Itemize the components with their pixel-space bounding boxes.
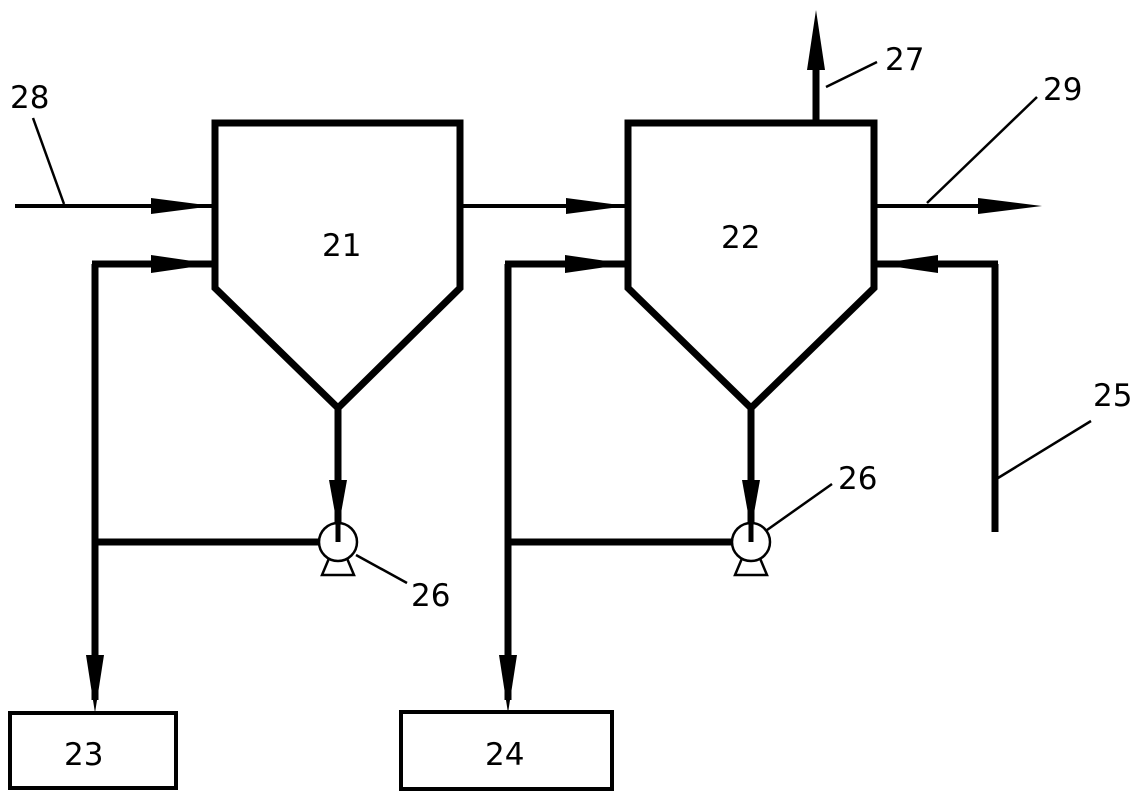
drain-arrow-21 bbox=[329, 480, 347, 530]
tank-21 bbox=[211, 119, 464, 413]
top-outlet-leader-27 bbox=[825, 60, 878, 89]
pump-a-label: 26 bbox=[411, 578, 450, 614]
discharge-arrow-24 bbox=[499, 655, 517, 713]
box-24-label: 24 bbox=[485, 737, 524, 773]
feed-leader-25 bbox=[997, 419, 1092, 480]
pump-a-leader bbox=[355, 553, 408, 585]
tank-21-label: 21 bbox=[322, 228, 361, 264]
right-outlet-label-29: 29 bbox=[1043, 72, 1082, 108]
box-23 bbox=[8, 711, 178, 790]
box-24 bbox=[399, 710, 614, 791]
recycle-arrow-b bbox=[565, 255, 627, 273]
pump-b bbox=[730, 521, 772, 577]
inlet-label-28: 28 bbox=[10, 80, 49, 116]
feed-label-25: 25 bbox=[1093, 378, 1132, 414]
right-outlet-arrow-29 bbox=[978, 198, 1042, 214]
feed-arrow-25 bbox=[876, 255, 938, 273]
top-outlet-arrow-27 bbox=[807, 10, 825, 70]
inlet-leader-28 bbox=[31, 117, 66, 205]
discharge-arrow-23 bbox=[86, 655, 104, 713]
top-outlet-label-27: 27 bbox=[885, 42, 924, 78]
drain-arrow-22 bbox=[742, 480, 760, 530]
box-23-label: 23 bbox=[64, 737, 103, 773]
pump-b-leader bbox=[766, 482, 833, 532]
pump-b-label: 26 bbox=[838, 461, 877, 497]
recycle-arrow-a bbox=[151, 255, 213, 273]
right-outlet-leader-29 bbox=[926, 96, 1038, 204]
inlet-arrow-28 bbox=[151, 198, 213, 214]
pump-a bbox=[317, 521, 359, 577]
tank-22-label: 22 bbox=[721, 220, 760, 256]
transfer-arrow-21-22 bbox=[566, 198, 627, 214]
tank-22 bbox=[624, 119, 878, 413]
